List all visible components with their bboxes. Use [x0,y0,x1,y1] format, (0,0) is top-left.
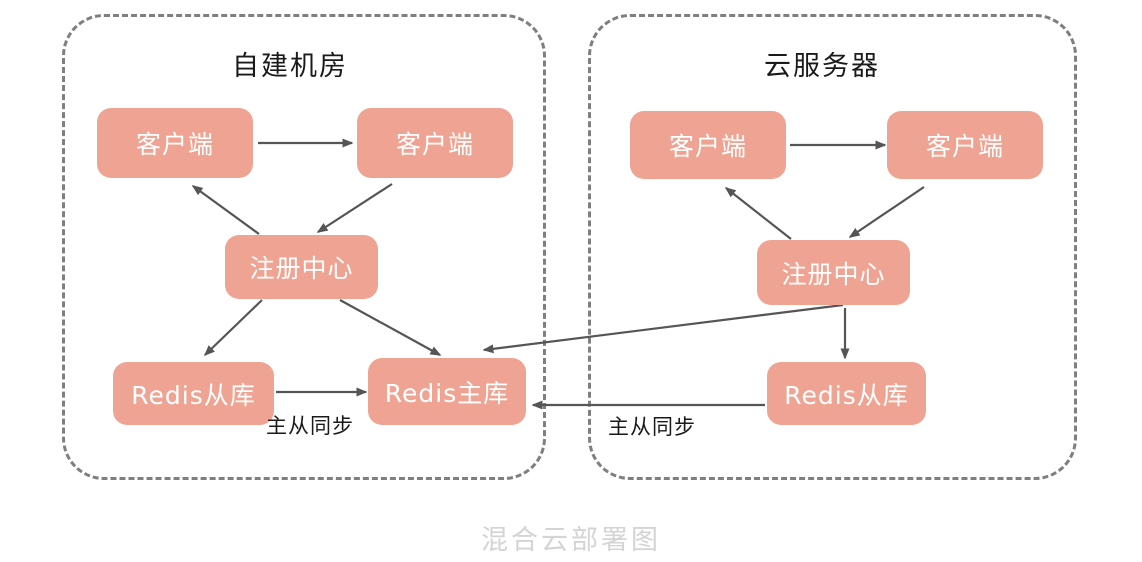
node-cloud-registry[interactable]: 注册中心 [757,240,910,305]
zone-onprem [62,14,546,480]
node-onprem-client-2[interactable]: 客户端 [357,108,513,178]
node-cloud-client-1[interactable]: 客户端 [630,111,786,179]
node-onprem-redis-slave[interactable]: Redis从库 [113,362,274,425]
zone-onprem-title: 自建机房 [232,51,348,82]
diagram-caption: 混合云部署图 [481,525,661,556]
edge-label-cloud-sync: 主从同步 [608,415,696,439]
node-cloud-client-2[interactable]: 客户端 [887,111,1043,179]
node-onprem-redis-master[interactable]: Redis主库 [368,358,526,425]
zone-cloud-title: 云服务器 [764,51,880,82]
edge-label-onprem-sync: 主从同步 [266,414,354,438]
node-cloud-redis-slave[interactable]: Redis从库 [767,362,926,425]
node-onprem-registry[interactable]: 注册中心 [225,235,378,299]
zone-cloud [588,14,1077,480]
node-onprem-client-1[interactable]: 客户端 [97,108,253,178]
